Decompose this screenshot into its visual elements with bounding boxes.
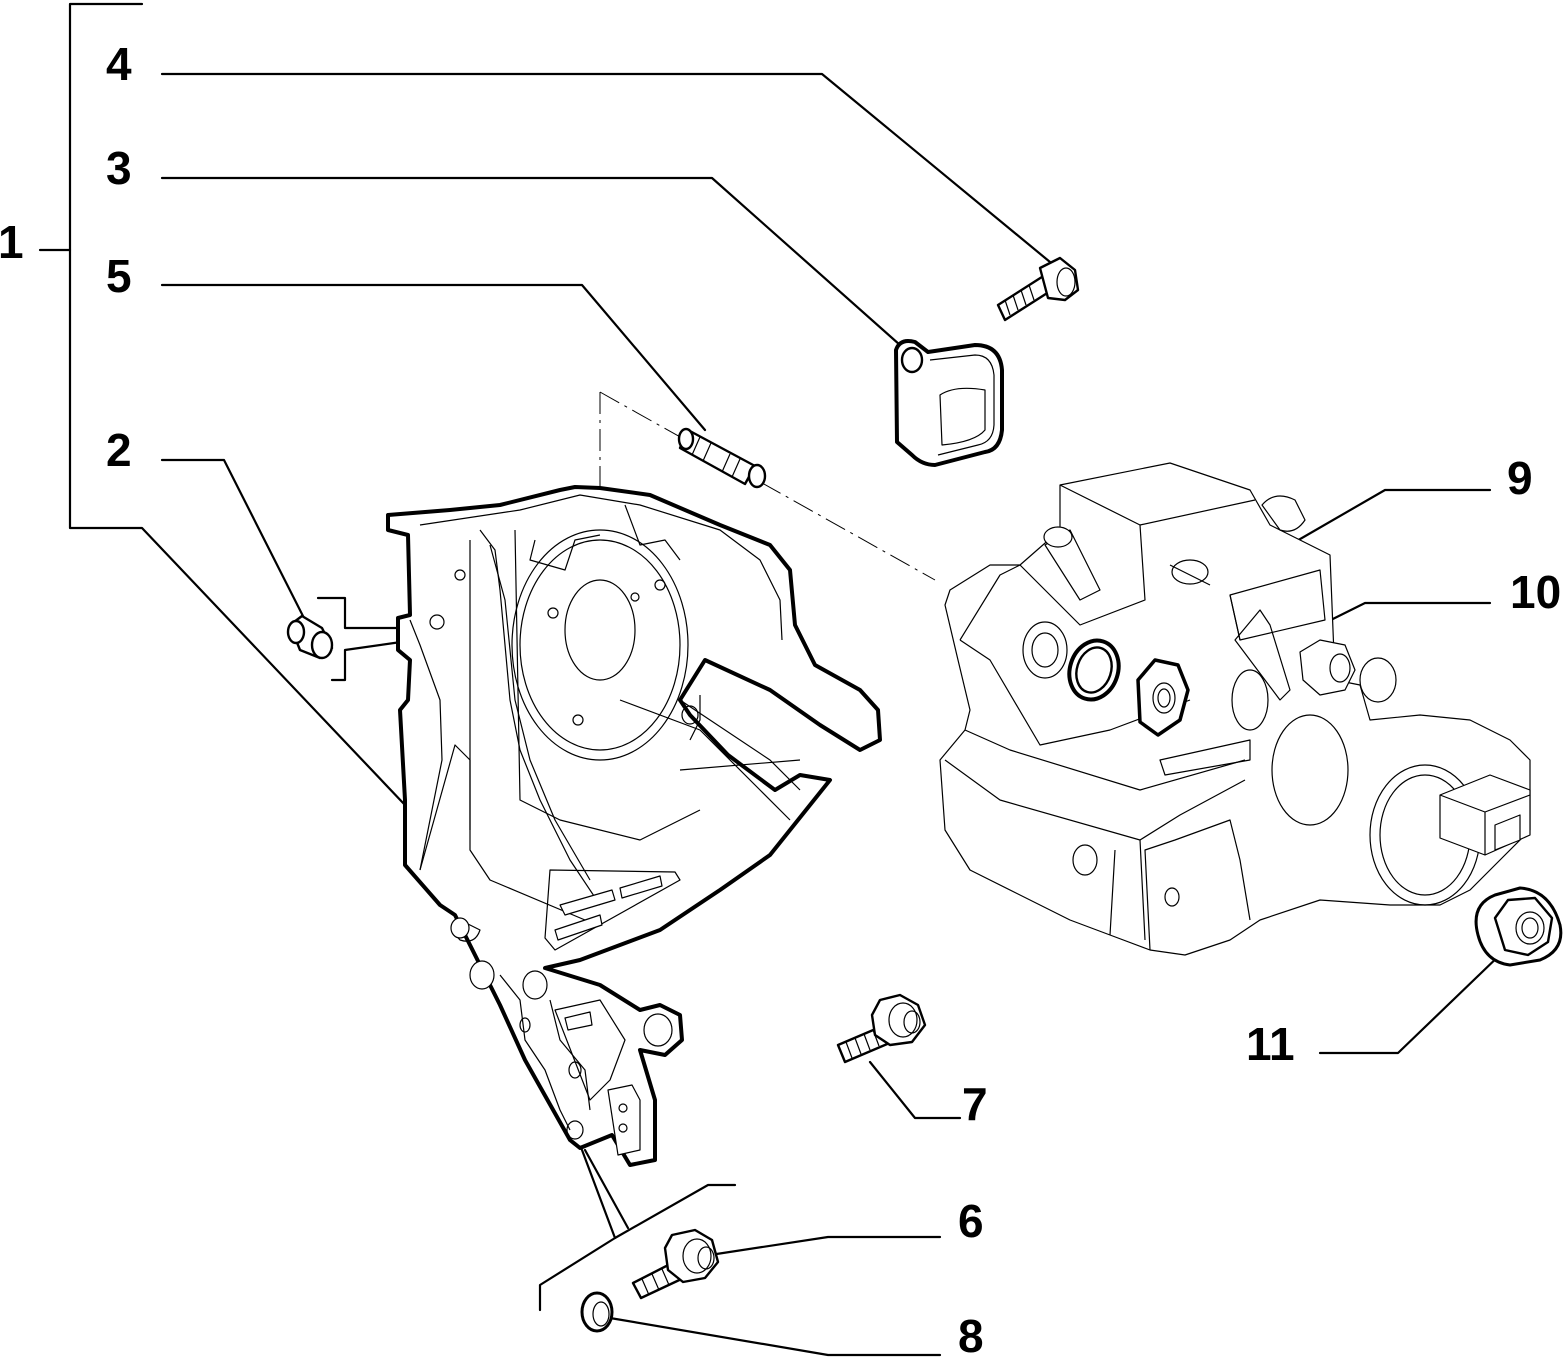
housing-bracket bbox=[386, 485, 882, 1167]
leader-line-4 bbox=[160, 72, 1052, 264]
callout-5: 5 bbox=[106, 250, 132, 302]
bracket-3 bbox=[894, 339, 1004, 467]
leader-line-2 bbox=[160, 458, 307, 622]
leader-line-5 bbox=[160, 283, 707, 432]
item-6-8-leader bbox=[580, 1148, 630, 1240]
callout-6: 6 bbox=[958, 1195, 984, 1247]
leader-line-6 bbox=[708, 1235, 942, 1257]
callout-1: 1 bbox=[0, 216, 24, 268]
nut-10 bbox=[1136, 658, 1190, 737]
leader-line-11 bbox=[1318, 948, 1507, 1055]
callout-7: 7 bbox=[962, 1078, 988, 1130]
callout-labels: 1 2 3 4 5 6 7 8 9 10 11 bbox=[0, 38, 1561, 1357]
callout-9: 9 bbox=[1507, 452, 1533, 504]
bolt-6 bbox=[631, 1228, 720, 1300]
injection-pump bbox=[939, 462, 1531, 956]
group-bracket bbox=[68, 2, 407, 807]
washer-8 bbox=[580, 1291, 614, 1333]
stud-5 bbox=[677, 427, 767, 489]
callout-2: 2 bbox=[106, 424, 132, 476]
callout-3: 3 bbox=[106, 142, 132, 194]
callout-11: 11 bbox=[1246, 1018, 1295, 1070]
axis-line-diagonal bbox=[599, 391, 936, 581]
bushing-2 bbox=[286, 614, 334, 660]
bolt-4 bbox=[996, 256, 1080, 322]
bolt-7 bbox=[836, 993, 927, 1064]
callout-4: 4 bbox=[106, 38, 132, 90]
leader-line-7 bbox=[868, 1060, 962, 1120]
callout-8: 8 bbox=[958, 1310, 984, 1357]
flange-nut-11 bbox=[1474, 886, 1563, 967]
o-ring-9 bbox=[1067, 638, 1121, 702]
leader-line-8 bbox=[608, 1316, 942, 1357]
leader-line-3 bbox=[160, 176, 902, 347]
callout-10: 10 bbox=[1510, 566, 1561, 618]
